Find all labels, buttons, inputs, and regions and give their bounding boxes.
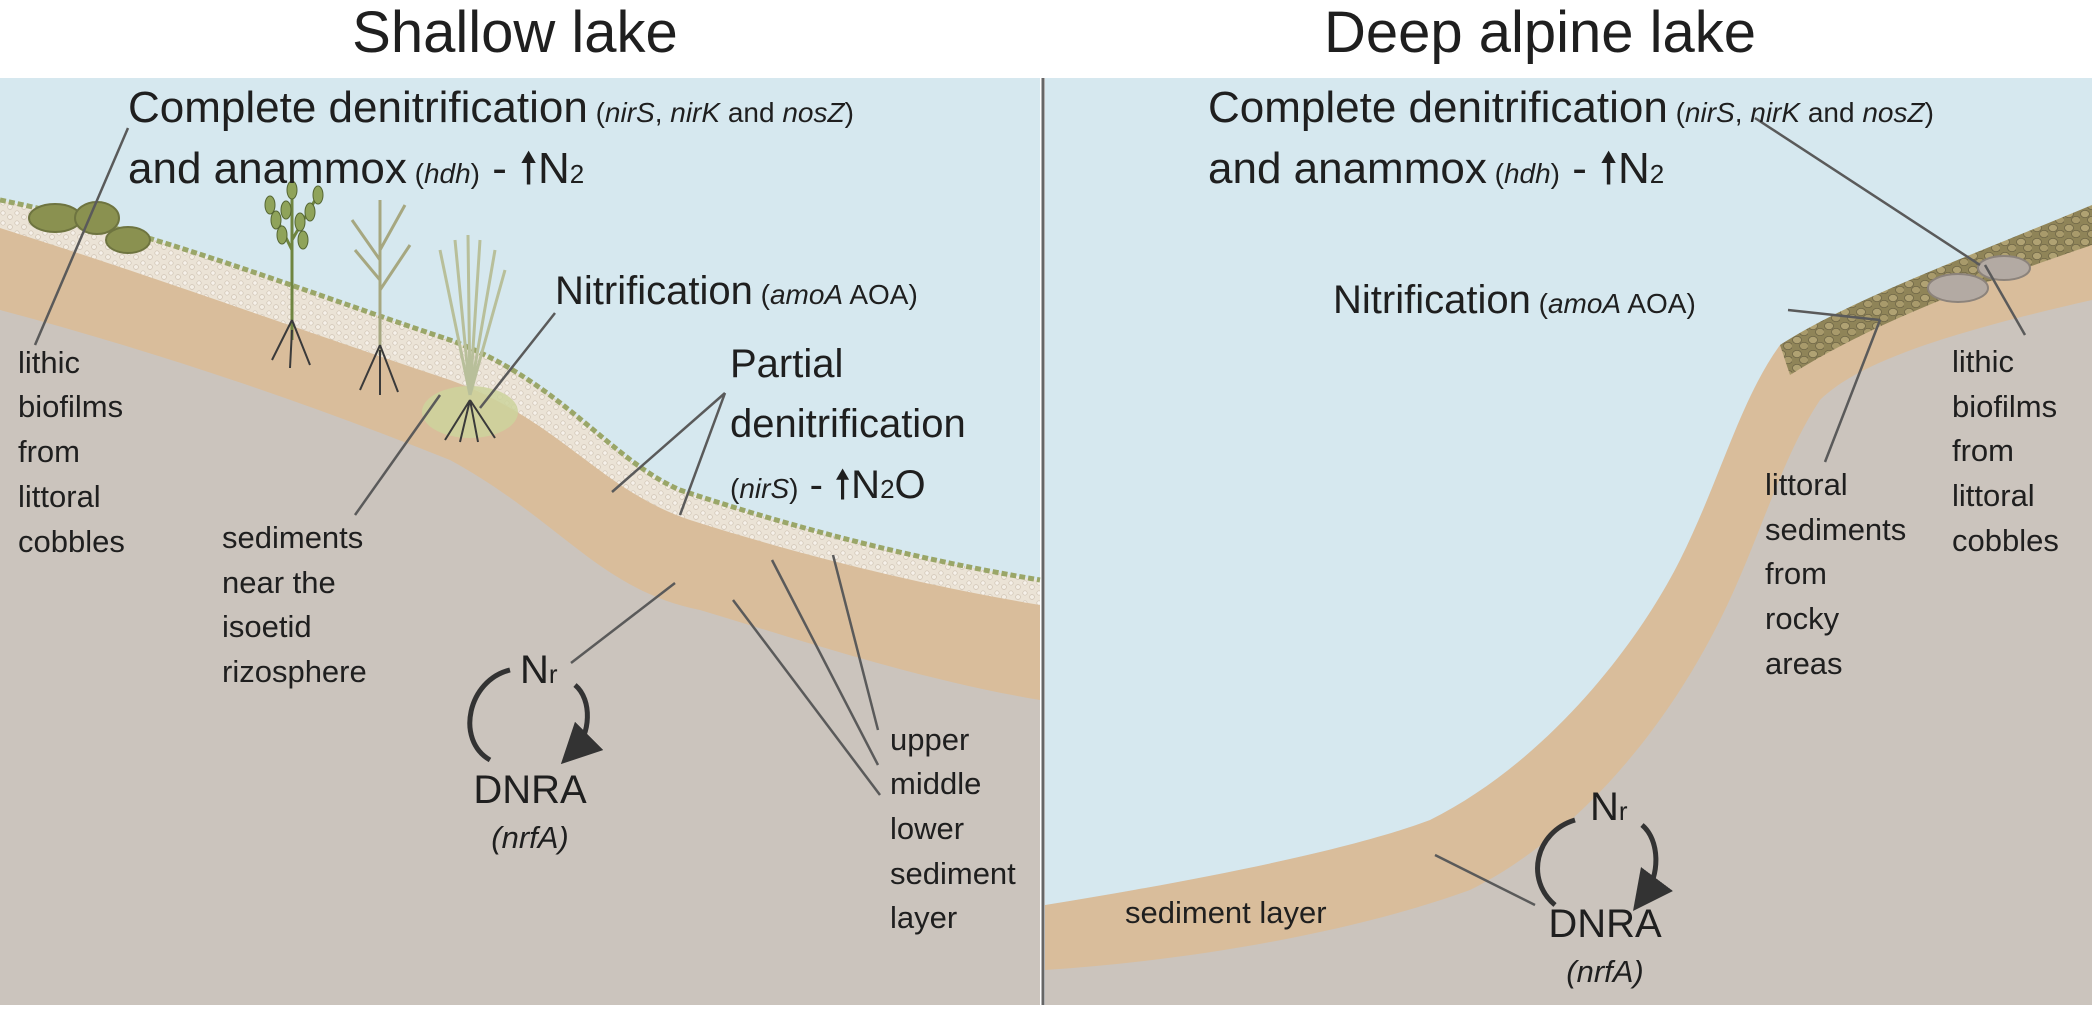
left-cobble-2 <box>74 201 120 235</box>
right-panel <box>1045 78 2092 1005</box>
leader-lines <box>33 116 2027 907</box>
right-water <box>1045 78 2092 905</box>
left-plant-1 <box>264 180 324 369</box>
right-large-cobble-1 <box>1927 273 1989 303</box>
svg-text:DNRA: DNRA <box>1548 902 1662 946</box>
left-lithic-label: lithic biofilms from littoral cobbles <box>18 345 125 559</box>
svg-text:from: from <box>1765 556 1827 591</box>
svg-text:biofilms: biofilms <box>1952 389 2057 424</box>
left-dnra-cycle <box>467 667 604 765</box>
left-sediment-label: sediments near the isoetid rizosphere <box>222 520 367 689</box>
right-dnra: Nr DNRA (nrfA) <box>1548 785 1662 989</box>
svg-text:biofilms: biofilms <box>18 389 123 424</box>
svg-text:littoral: littoral <box>1952 478 2035 513</box>
left-sediment <box>0 220 1040 700</box>
partial-line1: Partial <box>730 342 843 386</box>
right-dnra-cycle <box>1535 817 1673 912</box>
svg-text:upper: upper <box>890 722 969 757</box>
svg-text:rocky: rocky <box>1765 601 1840 636</box>
left-cobble-1 <box>28 203 82 233</box>
left-title: Shallow lake <box>352 0 678 65</box>
left-ground <box>0 310 1040 1005</box>
svg-text:DNRA: DNRA <box>473 768 587 812</box>
svg-text:from: from <box>18 434 80 469</box>
svg-text:isoetid: isoetid <box>222 609 312 644</box>
svg-text:rizosphere: rizosphere <box>222 654 367 689</box>
left-isoetid <box>422 234 518 443</box>
svg-text:lithic: lithic <box>1952 344 2014 379</box>
svg-text:Nr: Nr <box>520 648 558 692</box>
left-layers-label: upper middle lower sediment layer <box>890 722 1016 935</box>
svg-text:layer: layer <box>890 900 957 935</box>
left-complete-line1: Complete denitrification (nirS, nirK and… <box>128 83 854 132</box>
left-plant-2 <box>350 200 412 395</box>
right-nitrification: Nitrification (amoA AOA) <box>1333 278 1696 322</box>
svg-text:littoral: littoral <box>1765 467 1848 502</box>
right-lithic-label: lithic biofilms from littoral cobbles <box>1952 344 2059 558</box>
left-nitrification: Nitrification (amoA AOA) <box>555 269 918 313</box>
svg-text:sediments: sediments <box>1765 512 1906 547</box>
right-littoral-label: littoral sediments from rocky areas <box>1765 467 1906 681</box>
right-complete-line2: and anammox (hdh) - 🠕N2 <box>1208 144 1664 193</box>
svg-text:middle: middle <box>890 766 981 801</box>
svg-text:(nrfA): (nrfA) <box>491 820 569 855</box>
left-biofilm-line <box>0 197 1041 583</box>
svg-text:sediments: sediments <box>222 520 363 555</box>
svg-text:Nr: Nr <box>1590 785 1628 829</box>
svg-text:(nrfA): (nrfA) <box>1566 954 1644 989</box>
partial-line2: denitrification <box>730 402 966 446</box>
svg-text:sediment: sediment <box>890 856 1016 891</box>
svg-text:littoral: littoral <box>18 479 101 514</box>
svg-text:areas: areas <box>1765 646 1843 681</box>
svg-text:cobbles: cobbles <box>1952 523 2059 558</box>
svg-text:cobbles: cobbles <box>18 524 125 559</box>
svg-text:near the: near the <box>222 565 336 600</box>
left-panel <box>0 78 1041 1005</box>
right-sediment-layer-label: sediment layer <box>1125 895 1327 930</box>
right-title: Deep alpine lake <box>1324 0 1756 65</box>
left-cobble-3 <box>105 226 151 254</box>
left-complete-line2: and anammox (hdh) - 🠕N2 <box>128 144 584 193</box>
svg-text:from: from <box>1952 433 2014 468</box>
left-upper-sediment <box>0 200 1040 605</box>
partial-line3: (nirS) - 🠕N2O <box>730 463 926 507</box>
right-complete-line1: Complete denitrification (nirS, nirK and… <box>1208 83 1934 132</box>
svg-text:lower: lower <box>890 811 964 846</box>
svg-text:lithic: lithic <box>18 345 80 380</box>
left-dnra: Nr DNRA (nrfA) <box>473 648 587 855</box>
